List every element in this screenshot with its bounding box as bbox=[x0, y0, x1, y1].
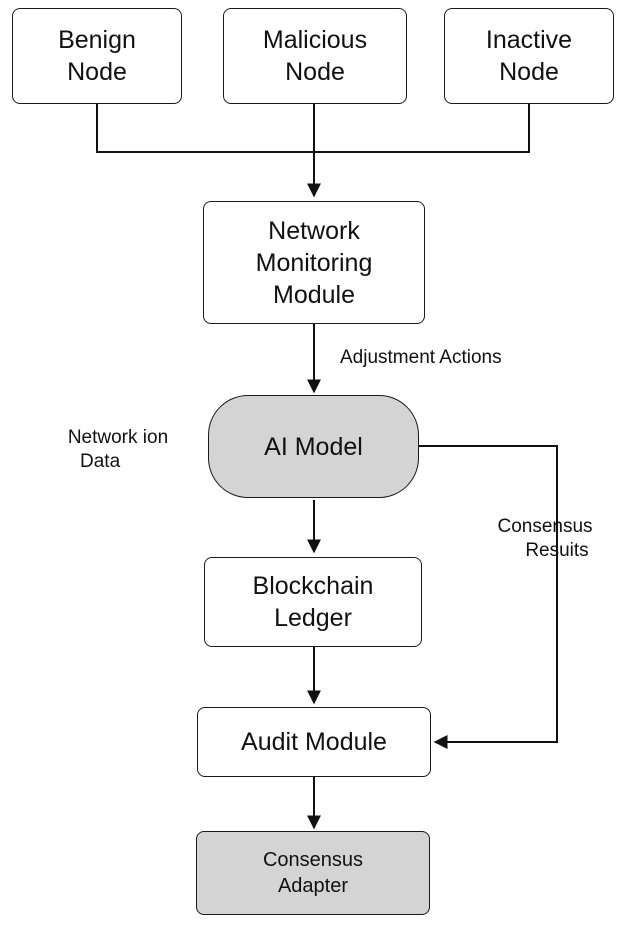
benign-node-line2: Node bbox=[67, 58, 127, 86]
connector-benign bbox=[96, 104, 314, 153]
ai-model-label: AI Model bbox=[264, 432, 363, 461]
network-data-line1: Network ion bbox=[67, 427, 169, 448]
network-data-label: Network ion Data bbox=[58, 426, 178, 474]
network-data-line2: Data bbox=[80, 451, 121, 472]
audit-module-label: Audit Module bbox=[241, 728, 387, 756]
ledger-line1: Blockchain bbox=[252, 572, 374, 600]
adjustment-actions-label: Adjustment Actions bbox=[340, 346, 502, 370]
network-monitoring-module: Network Monitoring Module bbox=[203, 201, 425, 324]
malicious-node-line1: Malicious bbox=[262, 26, 368, 54]
adapter-line2: Adapter bbox=[277, 875, 349, 897]
adapter-line1: Consensus bbox=[262, 849, 364, 871]
inactive-node-line1: Inactive bbox=[485, 26, 573, 54]
blockchain-ledger: Blockchain Ledger bbox=[204, 557, 422, 647]
monitor-line3: Module bbox=[273, 280, 355, 309]
consensus-results-line1: Consensus bbox=[497, 516, 593, 537]
monitor-line2: Monitoring bbox=[255, 248, 373, 277]
inactive-node: Inactive Node bbox=[444, 8, 614, 104]
arrow-ai-to-audit bbox=[418, 445, 558, 749]
monitor-line1: Network bbox=[268, 216, 360, 245]
consensus-results-label: Consensus Resuits bbox=[482, 515, 608, 563]
malicious-node-line2: Node bbox=[285, 58, 345, 86]
adjustment-actions-text: Adjustment Actions bbox=[340, 347, 502, 368]
consensus-results-line2: Resuits bbox=[525, 540, 589, 561]
ledger-line2: Ledger bbox=[274, 604, 352, 632]
consensus-adapter: Consensus Adapter bbox=[196, 831, 430, 915]
connector-inactive bbox=[314, 104, 530, 153]
inactive-node-line2: Node bbox=[499, 58, 559, 86]
benign-node-line1: Benign bbox=[58, 26, 136, 54]
malicious-node: Malicious Node bbox=[223, 8, 407, 104]
audit-module: Audit Module bbox=[197, 707, 431, 777]
ai-model: AI Model bbox=[208, 395, 419, 498]
benign-node: Benign Node bbox=[12, 8, 182, 104]
